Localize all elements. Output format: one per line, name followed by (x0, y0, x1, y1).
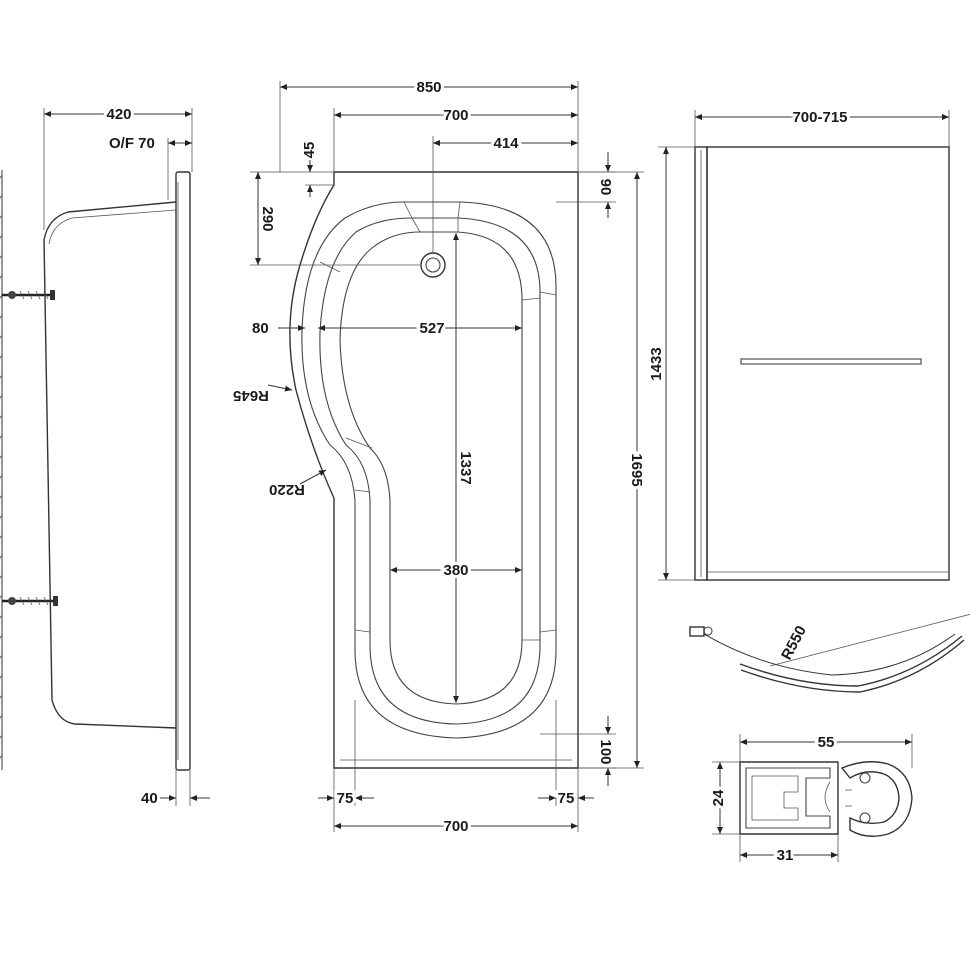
screen-width-label: 700-715 (792, 109, 847, 126)
plan-bowl-inner (319, 217, 541, 725)
profile-width-label: 55 (818, 734, 835, 751)
screen-glass-panel (706, 146, 950, 581)
plan-right-bottom-rim-label: 75 (558, 790, 575, 807)
screen-height-label: 1433 (648, 347, 665, 380)
profile-seal (840, 761, 913, 837)
side-overflow-label: O/F 70 (109, 135, 155, 152)
plan-outer-outline (289, 171, 579, 769)
side-view: 420 O/F 70 40 (0, 103, 210, 807)
wall-bracket-top (2, 290, 55, 300)
plan-overall-width-label: 850 (416, 79, 441, 96)
side-foot-label: 40 (141, 790, 158, 807)
plan-bottom-rim-label: 100 (597, 739, 614, 764)
side-width-label: 420 (106, 106, 131, 123)
plan-bottom-width-label: 700 (443, 818, 468, 835)
plan-left-bottom-rim-label: 75 (337, 790, 354, 807)
plan-rim-outer (301, 201, 557, 739)
plan-lower-inner-width-label: 380 (443, 562, 468, 579)
screen-view: 700-715 1433 R550 (645, 106, 970, 693)
plan-waste-drop-label: 290 (259, 206, 276, 231)
profile-view: 55 24 31 (707, 731, 913, 867)
side-front-panel (175, 171, 191, 771)
side-tub-body (43, 201, 177, 729)
plan-upper-inner-width-label: 527 (419, 320, 444, 337)
plan-bowl-floor (339, 231, 523, 705)
plan-view: 850 700 414 45 90 290 80 527 R645 (233, 76, 648, 838)
profile-channel (739, 761, 839, 835)
screen-plan-arc (689, 613, 970, 693)
waste-outlet (420, 252, 446, 278)
plan-overall-length-label: 1695 (628, 453, 645, 486)
plan-top-rim-label: 90 (597, 179, 614, 196)
wall-bracket-bottom (2, 596, 58, 606)
plan-top-step-label: 45 (301, 142, 318, 159)
plan-left-rim-label: 80 (252, 320, 269, 337)
plan-top-width-label: 700 (443, 107, 468, 124)
plan-radius-large-label: R645 (233, 387, 269, 404)
plan-radius-small-label: R220 (269, 481, 305, 498)
plan-waste-offset-text: 414 (493, 135, 519, 152)
profile-height-label: 24 (710, 789, 727, 806)
wall-hatch (0, 170, 3, 770)
profile-inner-width-label: 31 (777, 847, 794, 864)
side-tub-inner (48, 209, 177, 245)
plan-inner-length-label: 1337 (457, 451, 474, 484)
screen-towel-rail (740, 358, 922, 365)
